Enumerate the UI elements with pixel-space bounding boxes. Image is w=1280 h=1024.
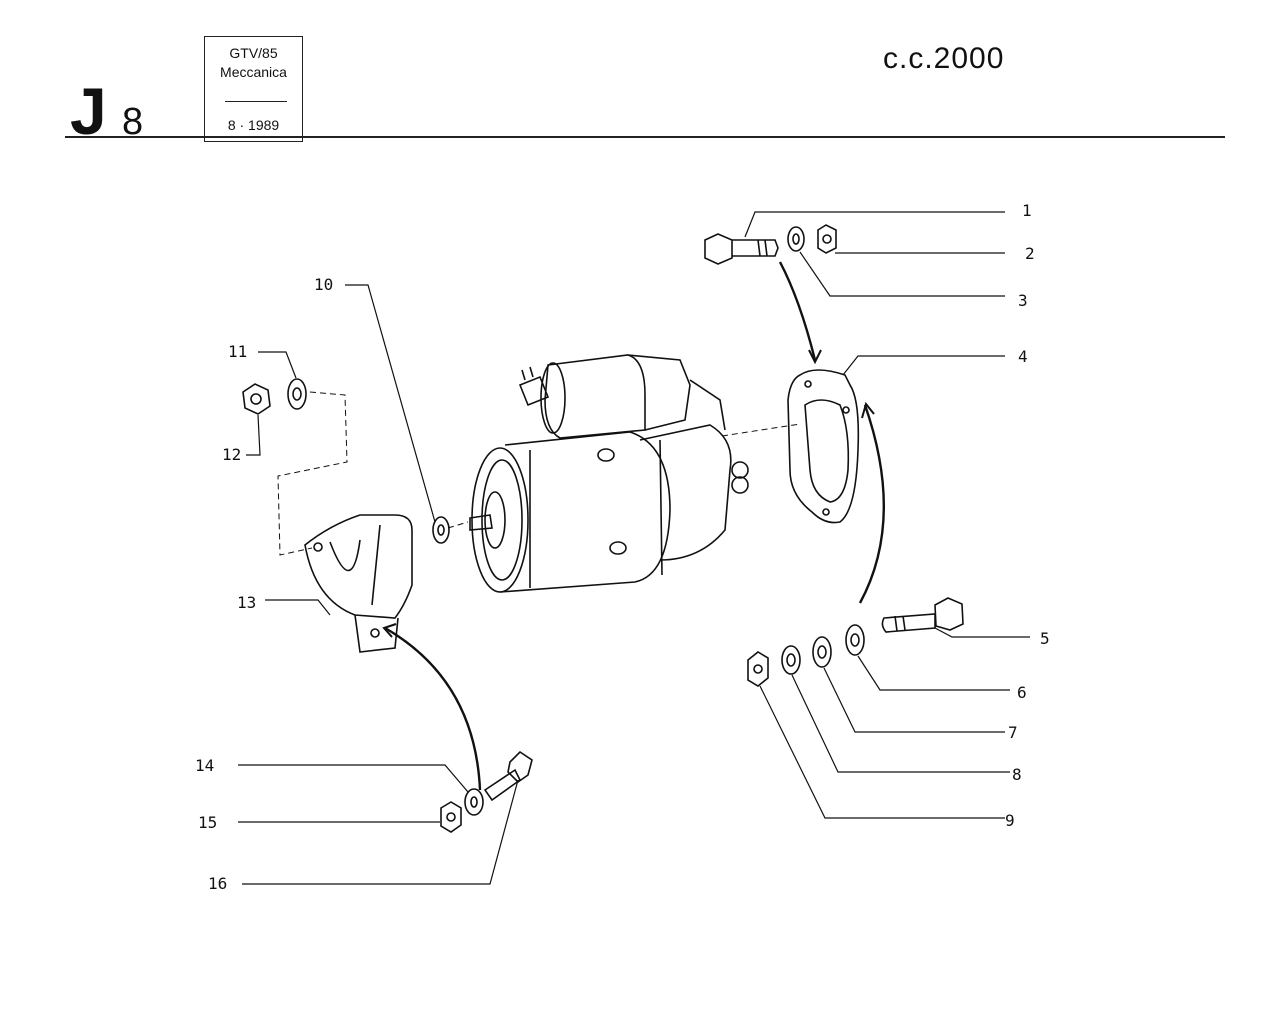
model-label: GTV/85: [229, 45, 278, 61]
callout-1: 1: [1022, 201, 1032, 220]
callout-5: 5: [1040, 629, 1050, 648]
mounting-flange-icon: [787, 369, 860, 524]
starter-motor-icon: [469, 354, 749, 593]
callout-15: 15: [198, 813, 217, 832]
box-divider: [225, 101, 287, 102]
washer-icon: [432, 516, 450, 544]
callout-7: 7: [1008, 723, 1018, 742]
model-info-box: GTV/85 Meccanica 8 · 1989: [204, 36, 303, 142]
callout-6: 6: [1017, 683, 1027, 702]
sheet-letter: J: [70, 74, 107, 148]
washer-icon: [464, 788, 484, 816]
bolt-icon: [483, 750, 533, 802]
bolt-icon: [704, 233, 779, 265]
washer-icon: [845, 624, 865, 656]
header-rule: [65, 136, 1225, 138]
support-bracket-icon: [304, 514, 413, 653]
callout-14: 14: [195, 756, 214, 775]
nut-icon: [747, 651, 769, 687]
callout-13: 13: [237, 593, 256, 612]
bolt-icon: [881, 597, 964, 633]
callout-9: 9: [1005, 811, 1015, 830]
callout-8: 8: [1012, 765, 1022, 784]
nut-icon: [242, 383, 271, 415]
washer-icon: [287, 378, 307, 410]
nut-icon: [817, 224, 837, 254]
nut-icon: [440, 801, 462, 833]
callout-3: 3: [1018, 291, 1028, 310]
engine-displacement: c.c.2000: [883, 42, 1005, 75]
washer-icon: [787, 226, 805, 252]
sheet-number: 8: [122, 101, 144, 143]
callout-12: 12: [222, 445, 241, 464]
washer-icon: [781, 645, 801, 675]
callout-11: 11: [228, 342, 247, 361]
callout-10: 10: [314, 275, 333, 294]
section-label: Meccanica: [220, 64, 287, 80]
callout-2: 2: [1025, 244, 1035, 263]
callout-4: 4: [1018, 347, 1028, 366]
callout-16: 16: [208, 874, 227, 893]
washer-icon: [812, 636, 832, 668]
date-label: 8 · 1989: [227, 117, 280, 133]
